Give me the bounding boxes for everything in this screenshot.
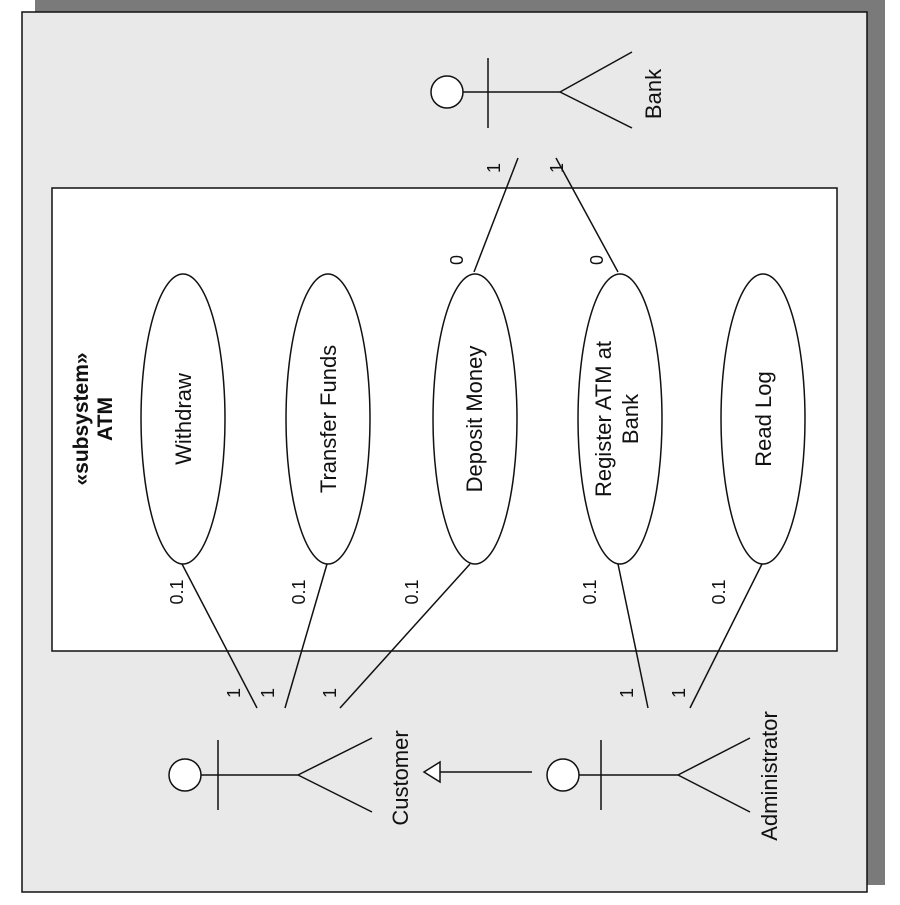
mult-deposit-bank-uc: 0 [447, 255, 467, 265]
actor-bank-label: Bank [641, 68, 666, 119]
associations [181, 157, 763, 709]
use-case-register-atm[interactable]: Register ATM at Bank [577, 273, 663, 565]
use-case-readlog-label: Read Log [751, 371, 776, 466]
actor-administrator[interactable]: Administrator [546, 711, 782, 841]
use-case-deposit-money[interactable]: Deposit Money [432, 273, 518, 565]
association-transfer-customer [284, 563, 328, 709]
mult-deposit-bank-actor: 1 [484, 163, 504, 173]
actor-customer[interactable]: Customer [168, 730, 413, 826]
subsystem-stereotype: «subsystem» [70, 352, 93, 485]
mult-withdraw-uc: 0.1 [167, 579, 187, 604]
association-deposit-bank [473, 157, 519, 273]
mult-transfer-uc: 0.1 [289, 579, 309, 604]
use-case-register-label-line2: Bank [618, 393, 643, 444]
mult-transfer-actor: 1 [258, 688, 278, 698]
use-case-withdraw[interactable]: Withdraw [140, 273, 226, 565]
bank-stick-figure-icon [430, 51, 633, 129]
mult-deposit-actor: 1 [320, 688, 340, 698]
actor-customer-label: Customer [388, 730, 413, 825]
use-case-register-label-line1: Register ATM at [591, 341, 616, 497]
use-case-transfer-funds[interactable]: Transfer Funds [285, 273, 371, 565]
association-withdraw-customer [181, 563, 258, 709]
multiplicity-labels: 0.1 1 0.1 1 0.1 1 0 1 0.1 1 0 1 0.1 1 [167, 163, 729, 698]
mult-deposit-uc: 0.1 [402, 579, 422, 604]
mult-readlog-uc: 0.1 [709, 579, 729, 604]
administrator-stick-figure-icon [546, 737, 751, 813]
actor-administrator-label: Administrator [757, 711, 782, 841]
use-case-withdraw-label: Withdraw [171, 373, 196, 465]
use-case-read-log[interactable]: Read Log [720, 273, 806, 565]
mult-register-bank-uc: 0 [587, 255, 607, 265]
association-deposit-customer [339, 563, 471, 709]
mult-register-uc: 0.1 [580, 579, 600, 604]
association-register-administrator [617, 563, 649, 709]
use-case-transfer-label: Transfer Funds [316, 345, 341, 493]
mult-readlog-actor: 1 [669, 688, 689, 698]
association-register-bank [555, 157, 619, 273]
association-readlog-administrator [689, 563, 763, 709]
subsystem-name: ATM [94, 397, 117, 441]
mult-register-actor: 1 [617, 688, 637, 698]
mult-register-bank-actor: 1 [547, 163, 567, 173]
generalization-arrow [422, 760, 532, 784]
customer-stick-figure-icon [168, 737, 373, 813]
mult-withdraw-actor: 1 [224, 688, 244, 698]
use-case-deposit-label: Deposit Money [462, 346, 487, 493]
actor-bank[interactable]: Bank [430, 51, 666, 129]
